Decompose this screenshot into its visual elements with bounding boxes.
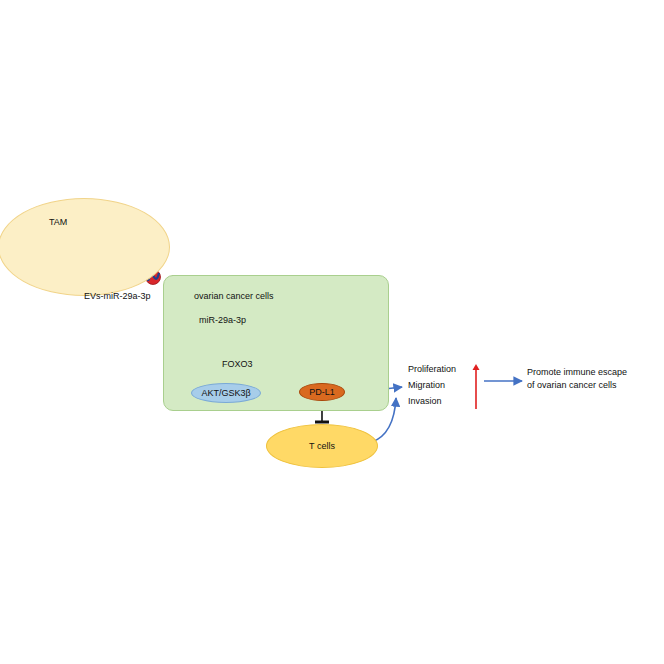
illustration	[124, 264, 523, 443]
protein-ellipse: PD-L1	[299, 383, 345, 401]
cell-ellipse: T cells	[266, 424, 378, 468]
cell-panel: ovarian cancer cellsAKT/GSK3β PD-L1	[163, 275, 389, 411]
pathway-ellipse: AKT/GSK3β	[191, 383, 260, 403]
increase-arrow	[475, 369, 477, 409]
increase-arrow	[473, 364, 480, 370]
flow-arrow	[484, 380, 522, 382]
node-text: AKT/GSK3β	[201, 388, 250, 399]
mirna-label: miR-29a-3p	[199, 315, 246, 326]
outcome-label: Proliferation Migration Invasion	[408, 362, 470, 409]
node-text: T cells	[309, 441, 335, 452]
vesicle-label: EVs-miR-29a-3p	[84, 291, 151, 302]
node-text: TAM	[49, 217, 169, 228]
node-text: PD-L1	[309, 387, 335, 398]
node-text: ovarian cancer cells	[194, 291, 388, 302]
gene-label: FOXO3	[222, 359, 253, 370]
cell-ellipse: TAM	[0, 198, 170, 296]
result-label: Promote immune escape of ovarian cancer …	[527, 366, 637, 392]
